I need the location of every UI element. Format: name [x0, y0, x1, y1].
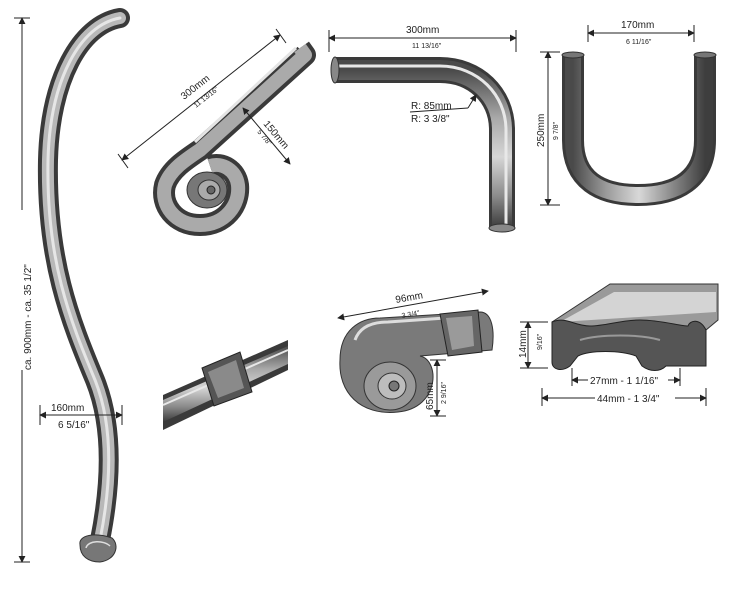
long-bar-width-mm: 160mm	[51, 403, 84, 414]
u-bend-height-mm: 250mm	[536, 114, 547, 147]
elbow-radius-mm: R: 85mm	[411, 101, 452, 112]
long-bar-piece	[37, 8, 130, 563]
u-bend-width-mm: 170mm	[621, 20, 654, 31]
elbow-length-in: 11 13/16"	[412, 43, 442, 50]
long-bar-width-in: 6 5/16"	[58, 420, 90, 431]
end-cap-piece	[339, 309, 494, 413]
profile-height-mm: 14mm	[518, 330, 529, 358]
profile-outer-width-dimension: 44mm - 1 3/4"	[541, 388, 707, 406]
long-bar-height-dimension: ca. 900mm - ca. 35 1/2"	[12, 17, 34, 563]
elbow-radius-dimension: R: 85mm R: 3 3/8"	[409, 94, 477, 125]
profile-height-dimension: 14mm 9/16"	[518, 321, 548, 369]
profile-inner-width-dimension: 27mm - 1 1/16"	[571, 368, 681, 387]
end-cap-length-in: 3 3/4"	[401, 310, 421, 320]
collar-bar-piece	[162, 340, 289, 430]
u-bend-height-in: 9 7/8"	[553, 121, 560, 140]
long-bar-height-label: ca. 900mm - ca. 35 1/2"	[23, 264, 34, 370]
end-cap-length-mm: 96mm	[395, 290, 424, 306]
u-bend-piece	[561, 51, 717, 207]
end-cap-length-dimension: 96mm 3 3/4"	[337, 288, 489, 321]
end-cap-height-dimension: 65mm 2 9/16"	[425, 359, 448, 417]
profile-inner-width: 27mm - 1 1/16"	[590, 376, 658, 387]
profile-height-in: 9/16"	[537, 333, 544, 350]
profile-piece	[551, 283, 719, 371]
end-cap-height-mm: 65mm	[425, 382, 436, 410]
elbow-piece	[330, 56, 516, 233]
u-bend-width-dimension: 170mm 6 11/16"	[587, 20, 695, 46]
u-bend-width-in: 6 11/16"	[626, 39, 652, 46]
end-cap-height-in: 2 9/16"	[441, 382, 448, 404]
u-bend-height-dimension: 250mm 9 7/8"	[536, 51, 560, 206]
profile-outer-width: 44mm - 1 3/4"	[597, 394, 660, 405]
elbow-radius-in: R: 3 3/8"	[411, 114, 450, 125]
elbow-length-dimension: 300mm 11 13/16"	[328, 25, 517, 52]
elbow-length-mm: 300mm	[406, 25, 439, 36]
scroll-end-height-dimension: 150mm 5 7/8"	[242, 107, 291, 165]
long-bar-width-dimension: 160mm 6 5/16"	[39, 402, 123, 431]
